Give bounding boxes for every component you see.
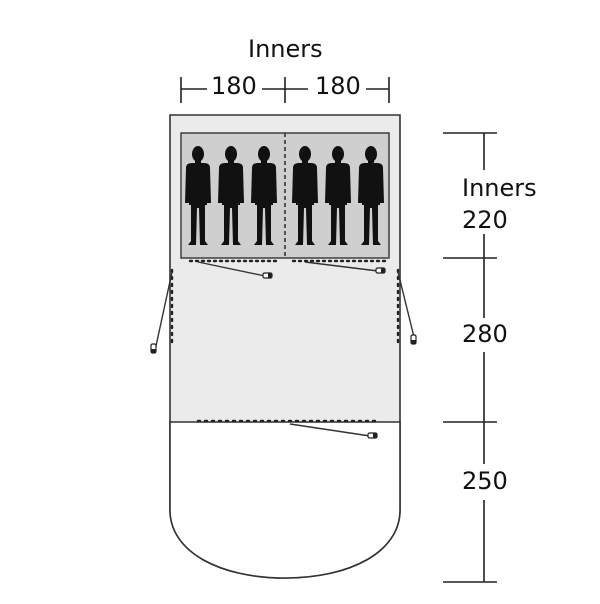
inners-depth-title: Inners	[462, 174, 537, 202]
open-side-door-right	[397, 271, 417, 345]
tent-peg-icon	[410, 334, 417, 345]
person-silhouette-icon	[218, 146, 244, 245]
person-silhouette-icon	[325, 146, 351, 245]
tent-peg-icon	[150, 343, 157, 354]
inner-depth-label: 220	[462, 206, 508, 234]
inner-width-right-label: 180	[315, 72, 361, 100]
inner-width-left-label: 180	[211, 72, 257, 100]
tent-peg-icon	[262, 272, 273, 279]
open-door-panel-inner-left	[197, 261, 273, 279]
tent-peg-icon	[367, 432, 378, 439]
people-group	[185, 146, 384, 245]
open-door-panel-inner-right	[304, 261, 386, 274]
tent-peg-icon	[375, 267, 386, 274]
inners-width-title: Inners	[248, 35, 323, 63]
open-porch-door	[289, 423, 378, 439]
front-porch-area	[169, 421, 401, 579]
person-silhouette-icon	[251, 146, 277, 245]
person-silhouette-icon	[185, 146, 211, 245]
person-silhouette-icon	[292, 146, 318, 245]
person-silhouette-icon	[358, 146, 384, 245]
open-side-door-left	[150, 271, 173, 354]
living-area-depth-label: 280	[462, 320, 508, 348]
depth-dimension-line	[443, 132, 497, 583]
porch-depth-label: 250	[462, 467, 508, 495]
inner-bedroom-compartment	[180, 132, 390, 259]
width-dimension-line	[180, 77, 390, 103]
